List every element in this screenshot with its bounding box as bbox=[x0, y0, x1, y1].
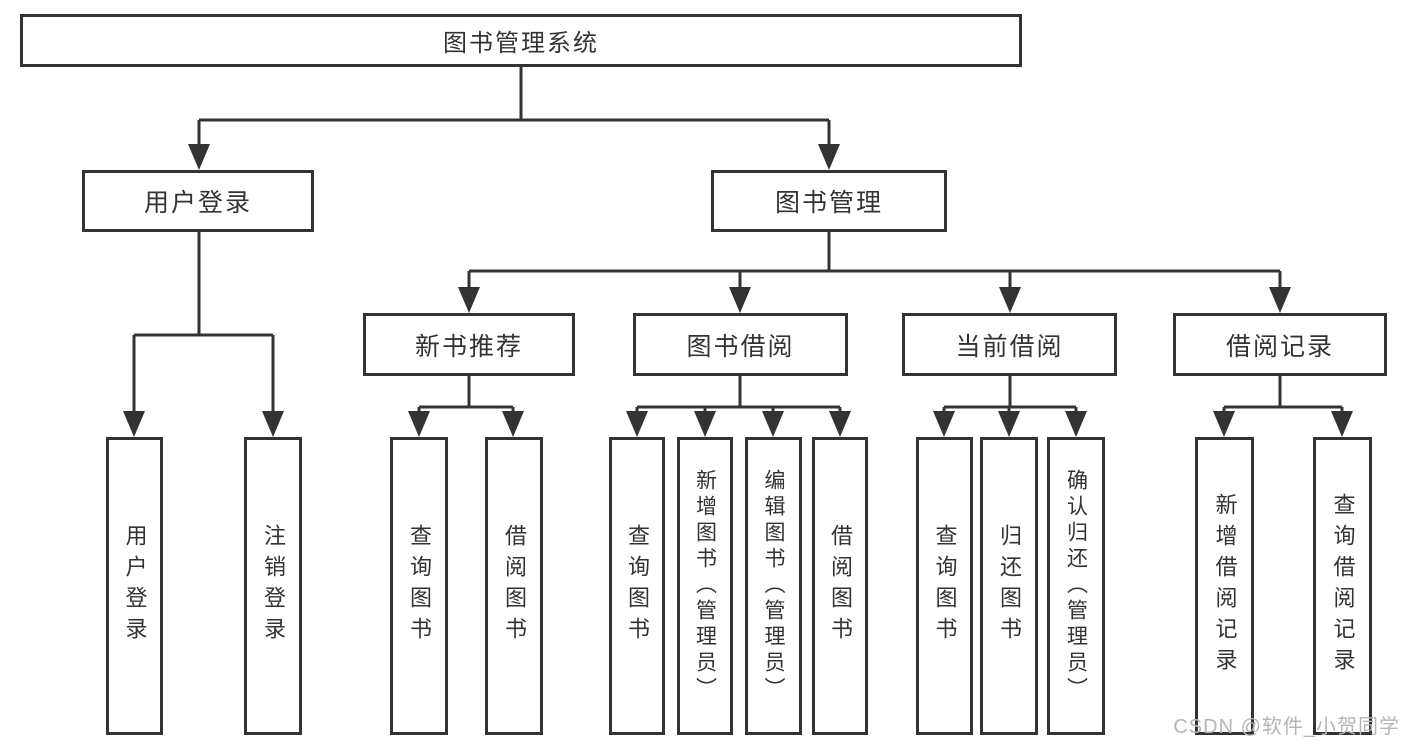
arrow-icon bbox=[626, 411, 648, 437]
arrow-icon bbox=[502, 411, 524, 437]
arrow-icon bbox=[999, 287, 1021, 313]
node-label: 查询借阅记录 bbox=[1330, 493, 1356, 679]
leaf-query-books-recommend: 查询图书 bbox=[390, 437, 448, 735]
node-label: 归还图书 bbox=[997, 524, 1022, 648]
leaf-user-login: 用户登录 bbox=[106, 437, 163, 735]
leaf-confirm-return-admin: 确认归还（管理员） bbox=[1047, 437, 1105, 735]
arrow-icon bbox=[729, 287, 751, 313]
arrow-icon bbox=[262, 411, 284, 437]
arrow-icon bbox=[762, 411, 784, 437]
arrow-icon bbox=[998, 411, 1020, 437]
connector-new-book-recommend bbox=[417, 376, 515, 424]
leaf-add-books-admin: 新增图书（管理员） bbox=[677, 437, 733, 735]
node-label: 查询图书 bbox=[932, 524, 958, 648]
arrow-icon bbox=[458, 287, 480, 313]
connector-borrow-records bbox=[1222, 376, 1344, 424]
arrow-icon bbox=[818, 144, 840, 170]
arrow-icon bbox=[188, 144, 210, 170]
node-label: 借阅图书 bbox=[502, 524, 527, 648]
csdn-watermark: CSDN @软件_小贺同学 bbox=[1173, 716, 1400, 738]
connector-book-management bbox=[467, 232, 1282, 301]
connector-current-borrow bbox=[942, 376, 1078, 424]
node-label: 图书管理 bbox=[774, 189, 883, 217]
node-label: 当前借阅 bbox=[955, 332, 1064, 361]
arrow-icon bbox=[1269, 287, 1291, 313]
leaf-return-books: 归还图书 bbox=[980, 437, 1038, 735]
node-label: 图书借阅 bbox=[686, 332, 795, 361]
node-book-borrow: 图书借阅 bbox=[633, 313, 848, 376]
node-new-book-recommend: 新书推荐 bbox=[363, 313, 575, 376]
node-library-system: 图书管理系统 bbox=[20, 14, 1022, 67]
node-label: 借阅图书 bbox=[828, 524, 853, 648]
node-current-borrow: 当前借阅 bbox=[902, 313, 1117, 376]
arrow-icon bbox=[829, 411, 851, 437]
arrow-icon bbox=[694, 411, 716, 437]
node-user-login: 用户登录 bbox=[82, 170, 314, 232]
leaf-query-books-current: 查询图书 bbox=[916, 437, 973, 735]
leaf-query-books-borrow: 查询图书 bbox=[609, 437, 665, 735]
leaf-borrow-books: 借阅图书 bbox=[812, 437, 868, 735]
node-label: 用户登录 bbox=[143, 189, 252, 217]
arrow-icon bbox=[408, 411, 430, 437]
node-label: 新书推荐 bbox=[414, 332, 523, 361]
leaf-logout: 注销登录 bbox=[244, 437, 302, 735]
connector-user-login bbox=[132, 232, 275, 424]
connector-root bbox=[197, 67, 831, 158]
node-label: 新增借阅记录 bbox=[1212, 493, 1238, 679]
arrow-icon bbox=[933, 411, 955, 437]
leaf-add-borrow-record: 新增借阅记录 bbox=[1195, 437, 1254, 735]
connector-book-borrow bbox=[635, 376, 842, 424]
node-label: 编辑图书（管理员） bbox=[762, 469, 785, 703]
node-borrow-records: 借阅记录 bbox=[1173, 313, 1387, 376]
node-label: 查询图书 bbox=[625, 524, 650, 648]
node-label: 查询图书 bbox=[407, 524, 432, 648]
node-label: 注销登录 bbox=[261, 524, 286, 648]
leaf-query-borrow-record: 查询借阅记录 bbox=[1313, 437, 1372, 735]
leaf-borrow-books-recommend: 借阅图书 bbox=[485, 437, 543, 735]
node-book-management: 图书管理 bbox=[711, 170, 947, 232]
arrow-icon bbox=[1331, 411, 1353, 437]
arrow-icon bbox=[123, 411, 145, 437]
node-label: 用户登录 bbox=[122, 524, 148, 648]
node-label: 新增图书（管理员） bbox=[693, 469, 717, 703]
node-label: 借阅记录 bbox=[1225, 332, 1334, 361]
node-label: 确认归还（管理员） bbox=[1064, 469, 1088, 703]
arrow-icon bbox=[1065, 411, 1087, 437]
node-label: 图书管理系统 bbox=[443, 30, 599, 57]
leaf-edit-books-admin: 编辑图书（管理员） bbox=[745, 437, 802, 735]
arrow-icon bbox=[1213, 411, 1235, 437]
